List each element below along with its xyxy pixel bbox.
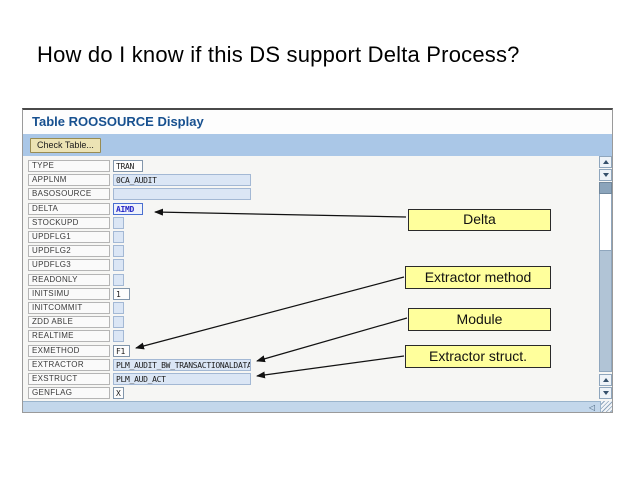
table-row: EXSTRUCT PLM_AUD_ACT (28, 373, 588, 386)
table-row: DELTA AIMD (28, 202, 588, 216)
field-label-realtime: REALTIME (28, 330, 110, 343)
field-label-delta: DELTA (28, 202, 110, 215)
table-row: UPDFLG2 (28, 245, 588, 258)
field-label-genflag: GENFLAG (28, 387, 110, 400)
field-value-applnm[interactable]: 0CA_AUDIT (113, 174, 251, 187)
scroll-page-down-button[interactable] (599, 387, 612, 399)
table-row: APPLNM 0CA_AUDIT (28, 174, 588, 187)
horizontal-scroll-strip[interactable]: ◁ (23, 401, 612, 412)
callout-delta: Delta (408, 209, 551, 231)
up-arrow-icon (602, 378, 609, 382)
field-value-basosource[interactable] (113, 188, 251, 201)
down-arrow-icon (602, 173, 609, 177)
field-label-initcommit: INITCOMMIT (28, 302, 110, 314)
table-row: INITCOMMIT (28, 302, 588, 315)
table-row: READONLY (28, 273, 588, 287)
table-row: INITSIMU 1 (28, 287, 588, 301)
field-value-genflag[interactable]: X (113, 387, 124, 400)
scroll-up-button[interactable] (599, 156, 612, 168)
table-row: BASOSOURCE (28, 188, 588, 201)
scrollbar-track-shaded[interactable] (599, 250, 612, 372)
table-row: EXTRACTOR PLM_AUDIT_BW_TRANSACTIONALDATA (28, 358, 588, 372)
scrollbar-track[interactable] (599, 194, 612, 250)
field-value-updflg2[interactable] (113, 245, 124, 258)
field-label-applnm: APPLNM (28, 174, 110, 187)
field-label-updflg1: UPDFLG1 (28, 231, 110, 243)
field-value-initcommit[interactable] (113, 302, 124, 314)
table-row: REALTIME (28, 330, 588, 343)
field-value-exstruct[interactable]: PLM_AUD_ACT (113, 373, 251, 385)
field-label-readonly: READONLY (28, 273, 110, 286)
field-value-type[interactable]: TRAN (113, 160, 143, 172)
callout-module: Module (408, 308, 551, 331)
field-label-zddable: ZDD ABLE (28, 316, 110, 329)
field-label-initsimu: INITSIMU (28, 287, 110, 300)
window-title: Table ROOSOURCE Display (23, 110, 612, 134)
scroll-down-button[interactable] (599, 169, 612, 181)
callout-extractor-method: Extractor method (405, 266, 551, 289)
field-label-type: TYPE (28, 160, 110, 172)
table-row: EXMETHOD F1 (28, 344, 588, 358)
table-row: STOCKUPD (28, 216, 588, 230)
field-label-updflg3: UPDFLG3 (28, 259, 110, 272)
field-value-stockupd[interactable] (113, 216, 124, 229)
field-value-realtime[interactable] (113, 330, 124, 343)
field-value-extractor[interactable]: PLM_AUDIT_BW_TRANSACTIONALDATA (113, 358, 251, 371)
up-arrow-icon (602, 160, 609, 164)
field-label-exstruct: EXSTRUCT (28, 373, 110, 385)
field-label-extractor: EXTRACTOR (28, 358, 110, 371)
slide-title: How do I know if this DS support Delta P… (37, 42, 520, 67)
scroll-left-icon[interactable]: ◁ (588, 403, 595, 412)
field-value-updflg3[interactable] (113, 259, 124, 272)
table-row: UPDFLG3 (28, 259, 588, 272)
field-label-updflg2: UPDFLG2 (28, 245, 110, 258)
field-label-stockupd: STOCKUPD (28, 216, 110, 229)
field-value-zddable[interactable] (113, 316, 124, 329)
table-row: TYPE TRAN (28, 160, 588, 173)
down-arrow-icon (602, 391, 609, 395)
field-value-readonly[interactable] (113, 273, 124, 286)
table-row: GENFLAG X (28, 387, 588, 400)
application-toolbar: Check Table... (23, 134, 612, 156)
field-label-exmethod: EXMETHOD (28, 344, 110, 357)
field-label-basosource: BASOSOURCE (28, 188, 110, 201)
field-value-updflg1[interactable] (113, 231, 124, 243)
resize-grip[interactable] (600, 401, 612, 412)
scrollbar-thumb[interactable] (599, 182, 612, 194)
scroll-page-up-button[interactable] (599, 374, 612, 386)
table-row: ZDD ABLE (28, 316, 588, 329)
check-table-button[interactable]: Check Table... (30, 137, 101, 153)
table-row: UPDFLG1 (28, 231, 588, 244)
field-value-exmethod[interactable]: F1 (113, 344, 130, 357)
callout-extractor-struct: Extractor struct. (405, 345, 551, 368)
field-value-initsimu[interactable]: 1 (113, 287, 130, 300)
field-value-delta[interactable]: AIMD (113, 202, 143, 215)
